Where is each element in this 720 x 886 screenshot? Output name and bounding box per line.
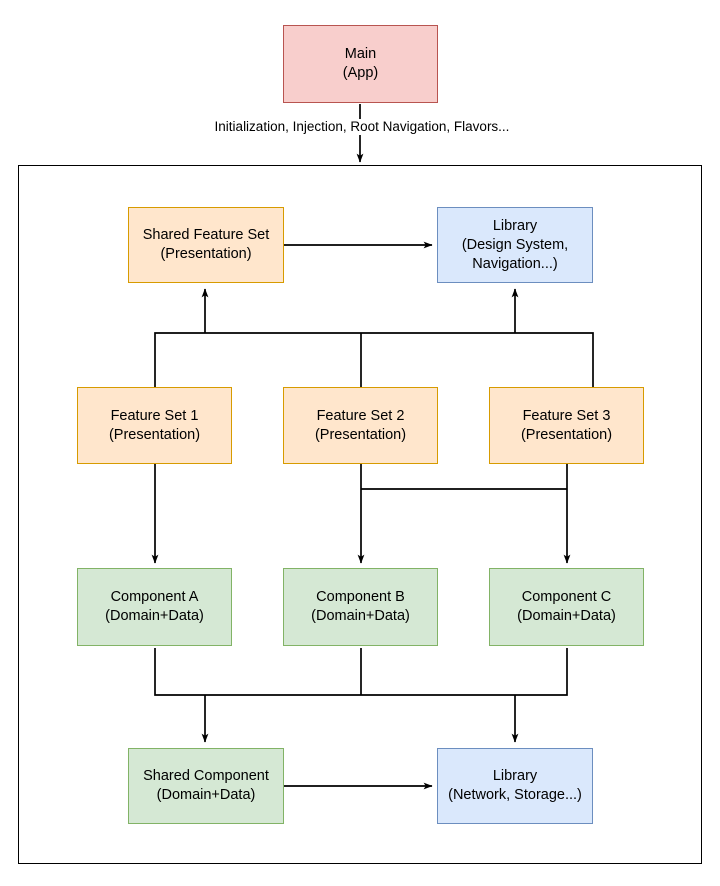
node-component-b-line1: Component B — [316, 589, 405, 605]
node-library-presentation-line2: (Design System, — [461, 236, 569, 253]
node-library-presentation-line1: Library — [492, 217, 538, 234]
node-main-app[interactable]: Main (App) — [283, 25, 438, 103]
node-shared-feature-set-line1: Shared Feature Set — [142, 227, 270, 243]
node-shared-feature-set[interactable]: Shared Feature Set (Presentation) — [128, 207, 284, 283]
node-library-data-line1: Library — [492, 768, 538, 784]
node-component-b[interactable]: Component B (Domain+Data) — [283, 568, 438, 646]
node-component-a[interactable]: Component A (Domain+Data) — [77, 568, 232, 646]
node-feature-set-3-line1: Feature Set 3 — [522, 407, 611, 424]
edge-label-main-to-container: Initialization, Injection, Root Navigati… — [200, 119, 524, 135]
node-library-presentation-line3: Navigation...) — [472, 255, 558, 272]
node-component-a-line1: Component A — [110, 589, 199, 605]
node-library-presentation[interactable]: Library (Design System, Navigation...) — [437, 207, 593, 283]
node-main-app-line2: (App) — [342, 65, 379, 81]
node-feature-set-1-line1: Feature Set 1 — [110, 407, 199, 424]
node-main-app-line1: Main — [344, 46, 377, 62]
node-component-a-line2: (Domain+Data) — [105, 608, 204, 624]
node-feature-set-1-line2: (Presentation) — [108, 426, 201, 443]
node-component-c-line1: Component C — [521, 589, 612, 605]
node-feature-set-2-line1: Feature Set 2 — [316, 407, 405, 424]
node-component-b-line2: (Domain+Data) — [311, 608, 410, 624]
node-shared-component-line2: (Domain+Data) — [156, 787, 256, 803]
node-library-data-line2: (Network, Storage...) — [448, 787, 582, 803]
node-component-c-line2: (Domain+Data) — [517, 608, 616, 624]
node-feature-set-2[interactable]: Feature Set 2 (Presentation) — [283, 387, 438, 464]
node-shared-feature-set-line2: (Presentation) — [160, 246, 252, 262]
node-library-data[interactable]: Library (Network, Storage...) — [437, 748, 593, 824]
node-feature-set-3[interactable]: Feature Set 3 (Presentation) — [489, 387, 644, 464]
node-feature-set-2-line2: (Presentation) — [314, 426, 407, 443]
node-shared-component-line1: Shared Component — [143, 768, 269, 784]
node-feature-set-3-line2: (Presentation) — [520, 426, 613, 443]
node-feature-set-1[interactable]: Feature Set 1 (Presentation) — [77, 387, 232, 464]
node-shared-component[interactable]: Shared Component (Domain+Data) — [128, 748, 284, 824]
node-component-c[interactable]: Component C (Domain+Data) — [489, 568, 644, 646]
modules-container-boundary — [18, 165, 702, 864]
